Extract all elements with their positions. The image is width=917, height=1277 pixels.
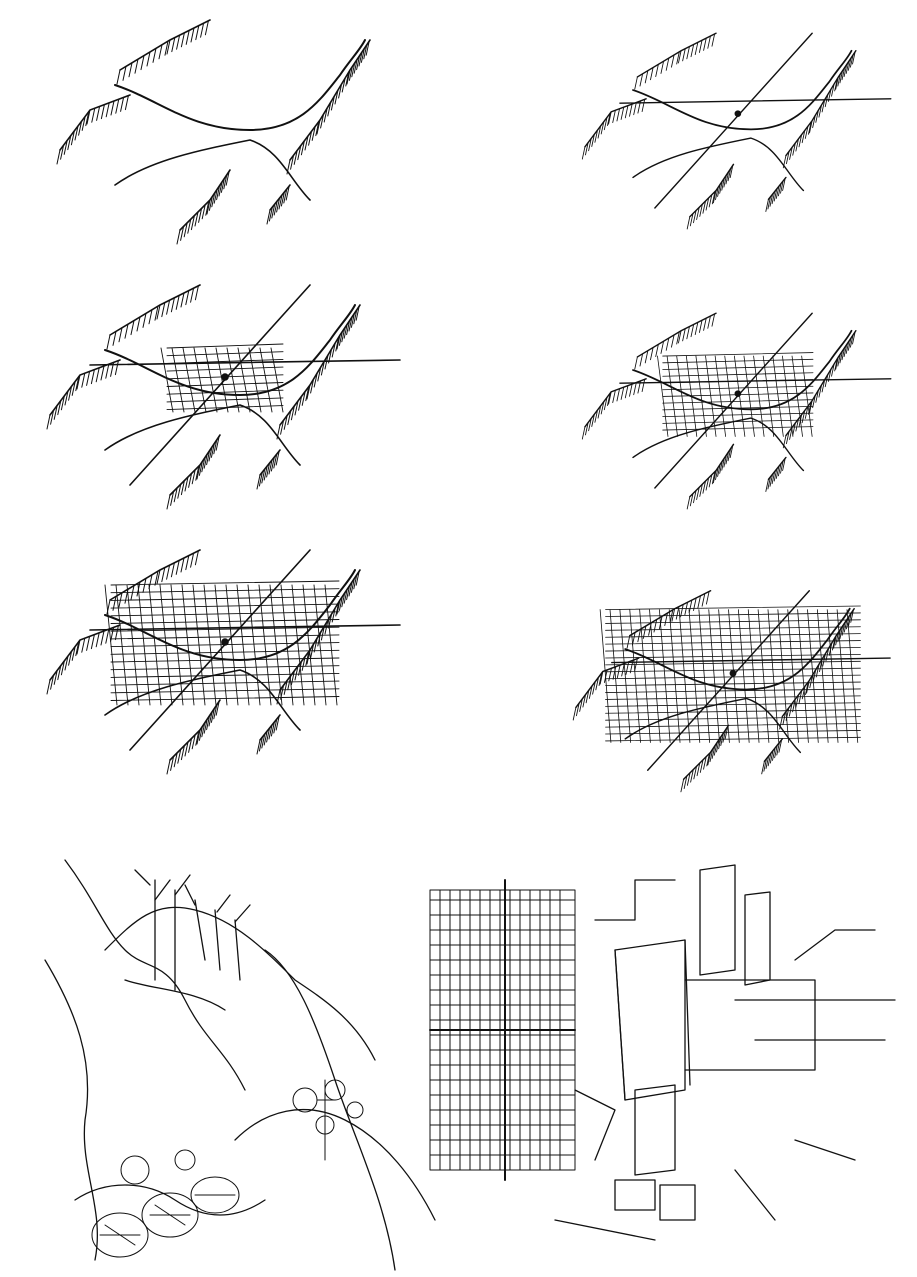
center-dot (735, 111, 740, 116)
river (105, 305, 355, 395)
ridge-3 (280, 305, 360, 425)
hill-settlement (92, 1080, 363, 1257)
ridge-1 (585, 379, 646, 427)
stage-3-drawing (10, 265, 430, 515)
stage-panel-5 (10, 530, 430, 780)
stage-panel-1 (20, 0, 440, 250)
ridge-1 (60, 95, 130, 150)
stage-6-drawing (540, 555, 917, 815)
stage-panel-6 (540, 555, 917, 815)
ridge-4 (180, 170, 230, 230)
ridge-4 (170, 435, 220, 495)
stage-1-drawing (20, 0, 440, 250)
city-towers (555, 865, 895, 1240)
ridge-4 (690, 164, 734, 216)
stage-2-drawing (550, 0, 917, 250)
bottom-sketch-drawing (35, 840, 905, 1277)
center-dot (735, 391, 740, 396)
river (115, 40, 365, 130)
center-dot (222, 639, 228, 645)
stage-panel-4 (550, 280, 917, 530)
river (633, 331, 851, 410)
ridge-2 (110, 285, 200, 335)
stage-5-drawing (10, 530, 430, 780)
center-dot (222, 374, 228, 380)
ridge-4 (684, 725, 729, 779)
ridge-3 (786, 51, 856, 156)
stage-4-drawing (550, 280, 917, 530)
ridge-2 (637, 313, 716, 357)
ridge-4 (690, 444, 734, 496)
ridge-4 (170, 700, 220, 760)
ridge-2 (637, 33, 716, 77)
city-grid (430, 880, 575, 1180)
hill-landscape (45, 860, 435, 1270)
stage-panel-2 (550, 0, 917, 250)
center-dot (730, 671, 735, 676)
ridge-1 (50, 360, 120, 415)
river (633, 51, 851, 130)
ridge-1 (585, 99, 646, 147)
ridge-3 (290, 40, 370, 160)
bottom-sketch (35, 840, 905, 1277)
stage-panel-3 (10, 265, 430, 515)
ridge-2 (120, 20, 210, 70)
